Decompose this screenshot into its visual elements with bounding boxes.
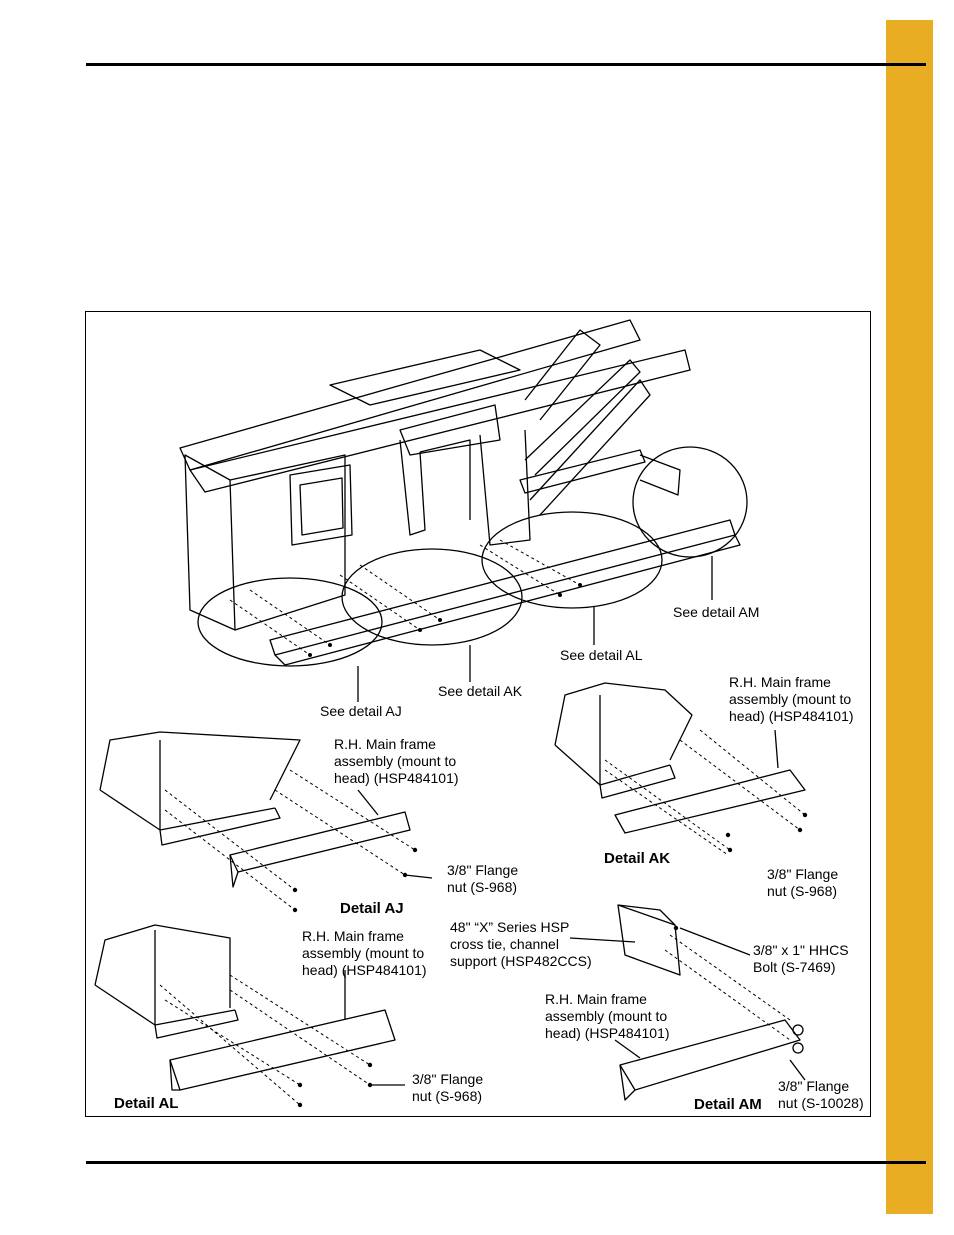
detail-ak-illustration [554,682,806,856]
detail-am-bolt-label: 3/8" x 1" HHCS Bolt (S-7469) [753,942,849,975]
chapter-side-tab [886,20,933,1214]
detail-am-nut-label: 3/8" Flange nut (S-10028) [778,1078,864,1111]
see-detail-ak-label: See detail AK [438,683,523,699]
header-rule [86,63,926,66]
detail-al-title: Detail AL [114,1095,179,1112]
footer-rule [86,1161,926,1164]
detail-ak-title: Detail AK [604,850,671,867]
detail-ak-nut-label: 3/8" Flange nut (S-968) [767,866,839,899]
detail-am-cross-tie-label: 48" “X” Series HSP cross tie, channel su… [450,919,592,969]
detail-am-illustration [569,904,806,1101]
detail-am-frame-label: R.H. Main frame assembly (mount to head)… [545,991,670,1041]
fastener-dots [292,583,808,1108]
main-assembly-illustration [179,319,748,702]
detail-al-nut-label: 3/8" Flange nut (S-968) [412,1071,484,1104]
detail-al-frame-label: R.H. Main frame assembly (mount to head)… [302,928,427,978]
detail-ak-frame-label: R.H. Main frame assembly (mount to head)… [729,674,854,724]
assembly-figure-frame [85,311,871,1117]
see-detail-aj-label: See detail AJ [320,703,402,719]
detail-aj-illustration [99,731,433,911]
see-detail-al-label: See detail AL [560,647,643,663]
detail-aj-nut-label: 3/8" Flange nut (S-968) [447,862,519,895]
detail-am-title: Detail AM [694,1096,762,1113]
see-detail-am-label: See detail AM [673,604,760,620]
detail-aj-title: Detail AJ [340,900,404,917]
detail-aj-frame-label: R.H. Main frame assembly (mount to head)… [334,736,459,786]
detail-al-illustration [94,924,405,1106]
